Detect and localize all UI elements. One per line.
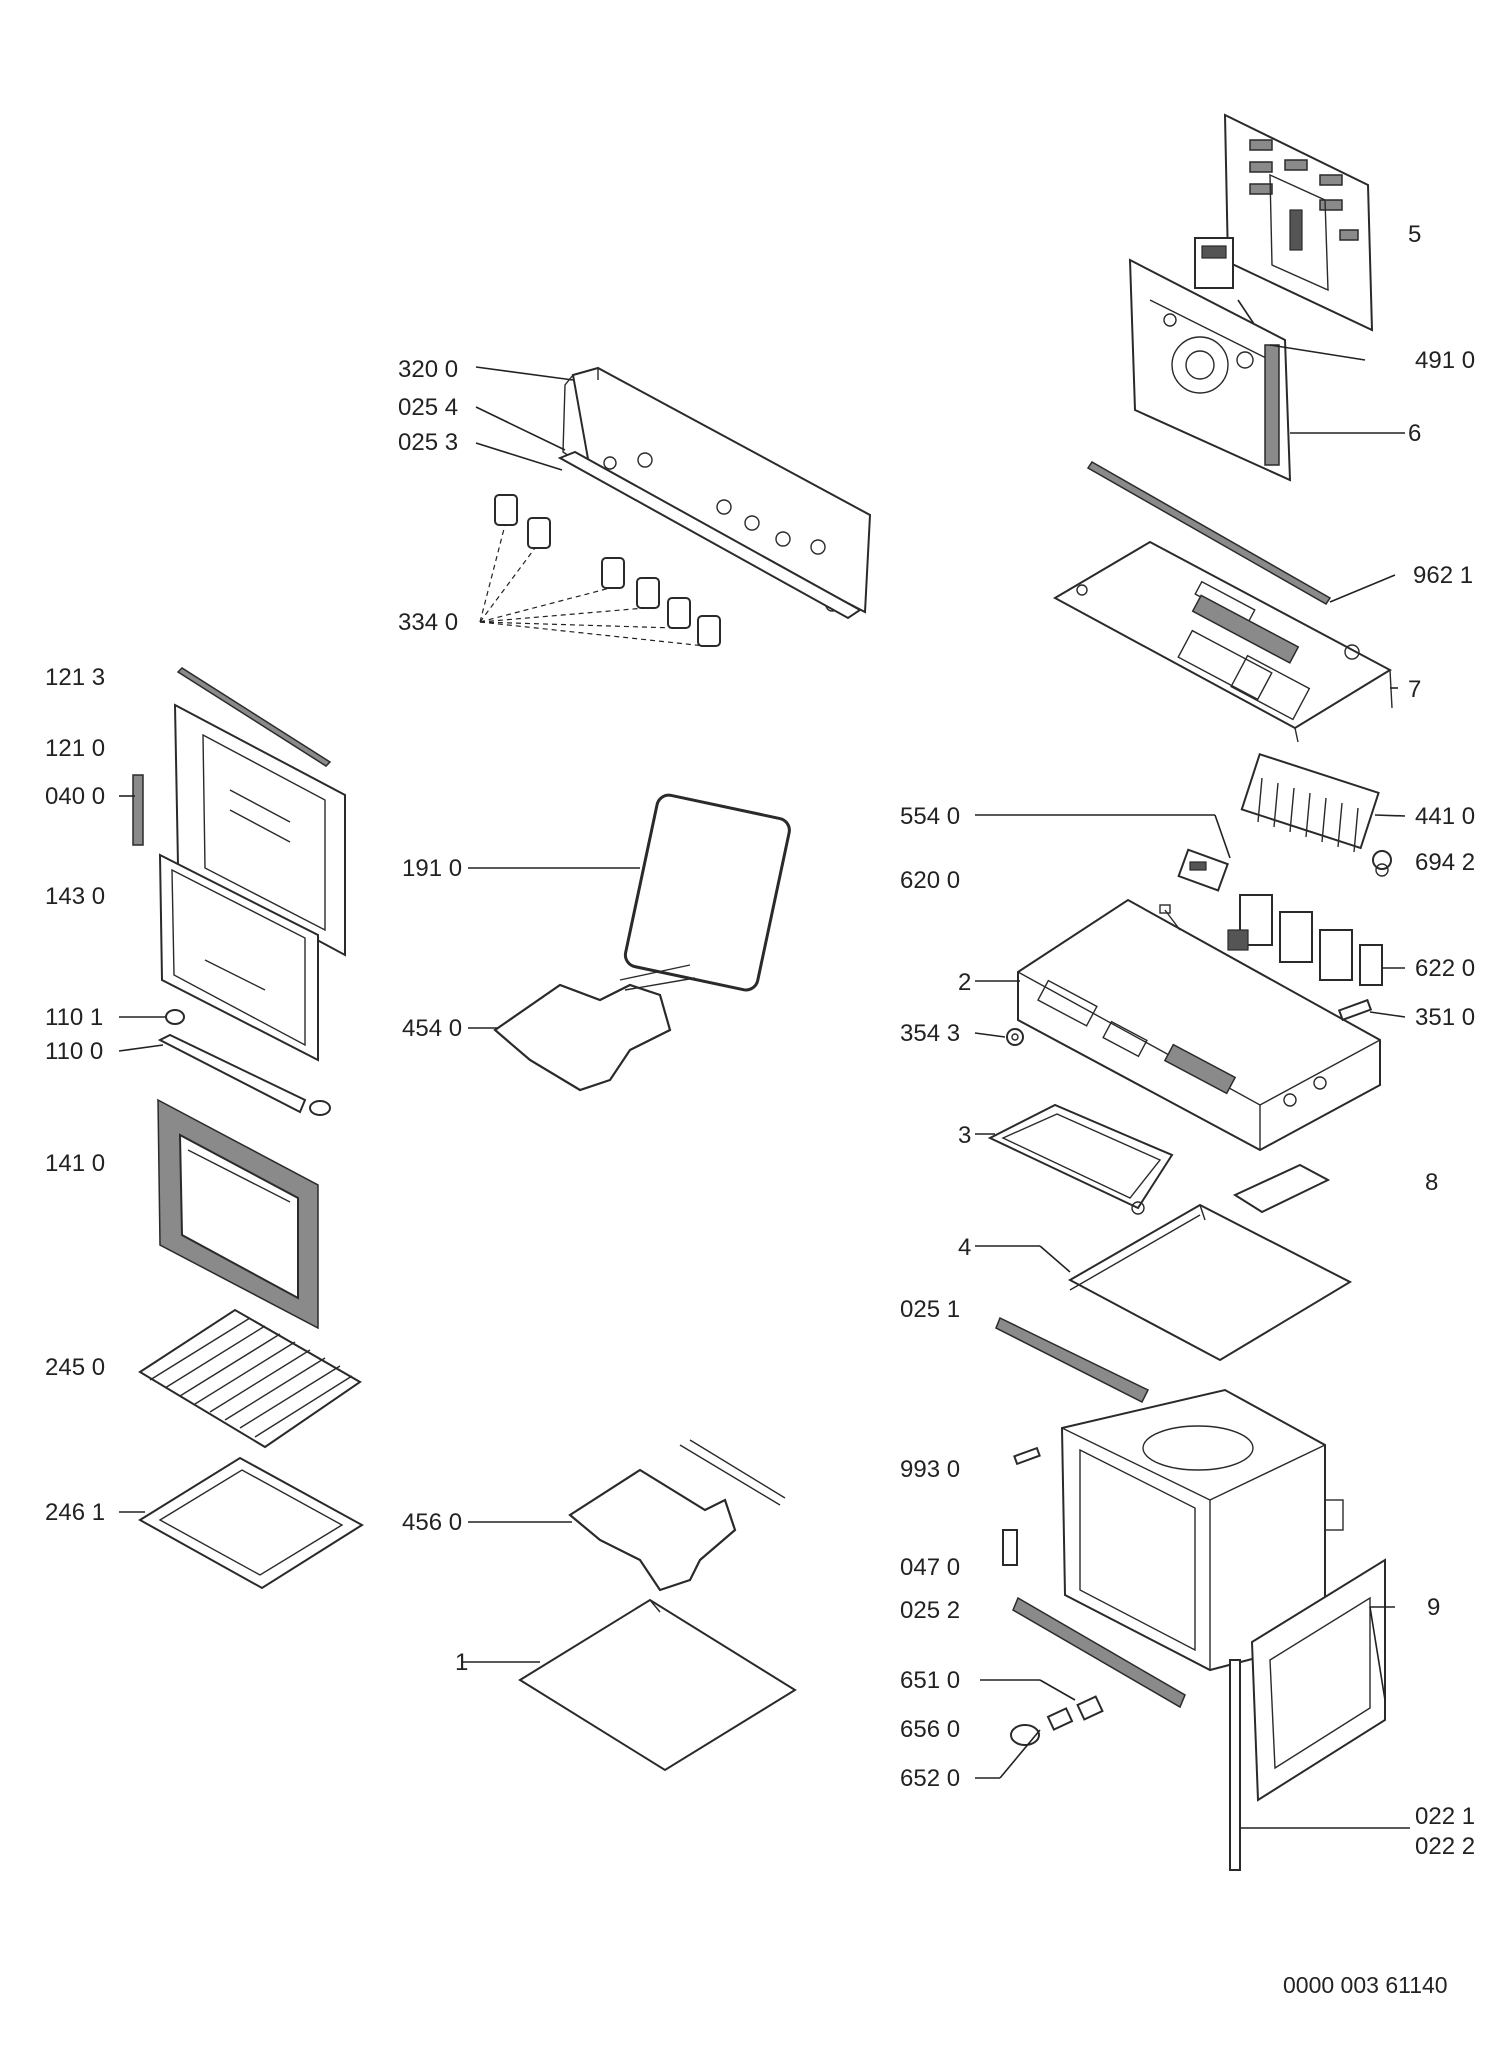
- label-2: 2: [958, 969, 971, 996]
- label-651-0: 651 0: [900, 1667, 960, 1694]
- leader-lines: [118, 344, 1410, 1829]
- label-652-0: 652 0: [900, 1765, 960, 1792]
- label-320-0: 320 0: [398, 356, 458, 383]
- glass-frame-143-0: [158, 853, 319, 1062]
- relay-block-622-0: [1227, 894, 1383, 986]
- knob-354-3: [1006, 1028, 1024, 1046]
- label-245-0: 245 0: [45, 1354, 105, 1381]
- pin-351-0: [1337, 998, 1373, 1022]
- strip-962-1: [1086, 461, 1332, 605]
- label-7: 7: [1408, 676, 1421, 703]
- switch-554-0: [1177, 848, 1229, 892]
- label-5: 5: [1408, 221, 1421, 248]
- rear-panel-5: [1223, 113, 1374, 332]
- inner-door-121-0: [173, 703, 346, 957]
- plate-4: [1067, 1203, 1353, 1362]
- cover-panel-7: [1052, 540, 1393, 743]
- label-025-4: 025 4: [398, 394, 458, 421]
- label-047-0: 047 0: [900, 1554, 960, 1581]
- outer-door-141-0: [157, 1098, 319, 1330]
- screw-993-0: [1013, 1446, 1041, 1466]
- fan-motor-441-0: [1240, 752, 1380, 853]
- label-441-0: 441 0: [1415, 803, 1475, 830]
- bottom-plate-1: [518, 1598, 797, 1772]
- heating-element-456-0: [568, 1439, 786, 1592]
- control-housing-2: [1017, 898, 1381, 1152]
- rail-025-4-025-3: [557, 450, 862, 620]
- heating-element-454-0: [493, 964, 696, 1092]
- label-622-0: 622 0: [1415, 955, 1475, 982]
- seal-191-0: [623, 793, 791, 992]
- label-491-0: 491 0: [1415, 347, 1475, 374]
- rail-025-2: [1012, 1596, 1186, 1709]
- label-121-3: 121 3: [45, 664, 105, 691]
- label-022-2: 022 2: [1415, 1833, 1475, 1860]
- label-454-0: 454 0: [402, 1015, 462, 1042]
- door-trim-121-3: [176, 667, 332, 767]
- tray-246-1: [138, 1456, 364, 1590]
- label-143-0: 143 0: [45, 883, 105, 910]
- label-4: 4: [958, 1234, 971, 1261]
- small-cover-8: [1232, 1163, 1331, 1214]
- label-025-2: 025 2: [900, 1597, 960, 1624]
- label-3: 3: [958, 1122, 971, 1149]
- label-1: 1: [455, 1649, 468, 1676]
- label-694-2: 694 2: [1415, 849, 1475, 876]
- hinge-040-0: [132, 774, 144, 846]
- document-number: 0000 003 61140: [1283, 1972, 1448, 1998]
- label-351-0: 351 0: [1415, 1004, 1475, 1031]
- label-9: 9: [1427, 1594, 1440, 1621]
- label-6: 6: [1408, 420, 1421, 447]
- control-board-6: [1128, 258, 1292, 482]
- grid-shelf-245-0: [138, 1308, 362, 1449]
- callout-labels: 320 0 025 4 025 3 334 0 121 3 121 0 040 …: [45, 221, 1475, 1998]
- label-656-0: 656 0: [900, 1716, 960, 1743]
- hinge-047-0: [1002, 1529, 1018, 1566]
- thermostat-651-656-652: [1010, 1695, 1104, 1746]
- label-962-1: 962 1: [1413, 562, 1473, 589]
- bushing-694-2: [1372, 850, 1392, 877]
- hinge-rail-022: [1229, 1659, 1241, 1871]
- label-022-1: 022 1: [1415, 1803, 1475, 1830]
- label-110-0: 110 0: [45, 1038, 103, 1065]
- label-141-0: 141 0: [45, 1150, 105, 1177]
- label-025-1: 025 1: [900, 1296, 960, 1323]
- label-554-0: 554 0: [900, 803, 960, 830]
- label-354-3: 354 3: [900, 1020, 960, 1047]
- label-620-0: 620 0: [900, 867, 960, 894]
- label-8: 8: [1425, 1169, 1438, 1196]
- knob-leaders: [479, 524, 706, 647]
- bracket-110-0: [157, 1033, 331, 1116]
- label-191-0: 191 0: [402, 855, 462, 882]
- label-334-0: 334 0: [398, 609, 458, 636]
- seal-110-1: [165, 1009, 185, 1025]
- door-frame-9: [1250, 1558, 1386, 1802]
- knobs-334-0: [494, 494, 721, 647]
- label-025-3: 025 3: [398, 429, 458, 456]
- lamp-frame-3: [987, 1103, 1174, 1215]
- label-246-1: 246 1: [45, 1499, 105, 1526]
- label-040-0: 040 0: [45, 783, 105, 810]
- label-121-0: 121 0: [45, 735, 105, 762]
- label-456-0: 456 0: [402, 1509, 462, 1536]
- label-110-1: 110 1: [45, 1004, 103, 1031]
- rail-025-1: [995, 1316, 1150, 1404]
- contact-620-0: [1159, 904, 1181, 931]
- label-993-0: 993 0: [900, 1456, 960, 1483]
